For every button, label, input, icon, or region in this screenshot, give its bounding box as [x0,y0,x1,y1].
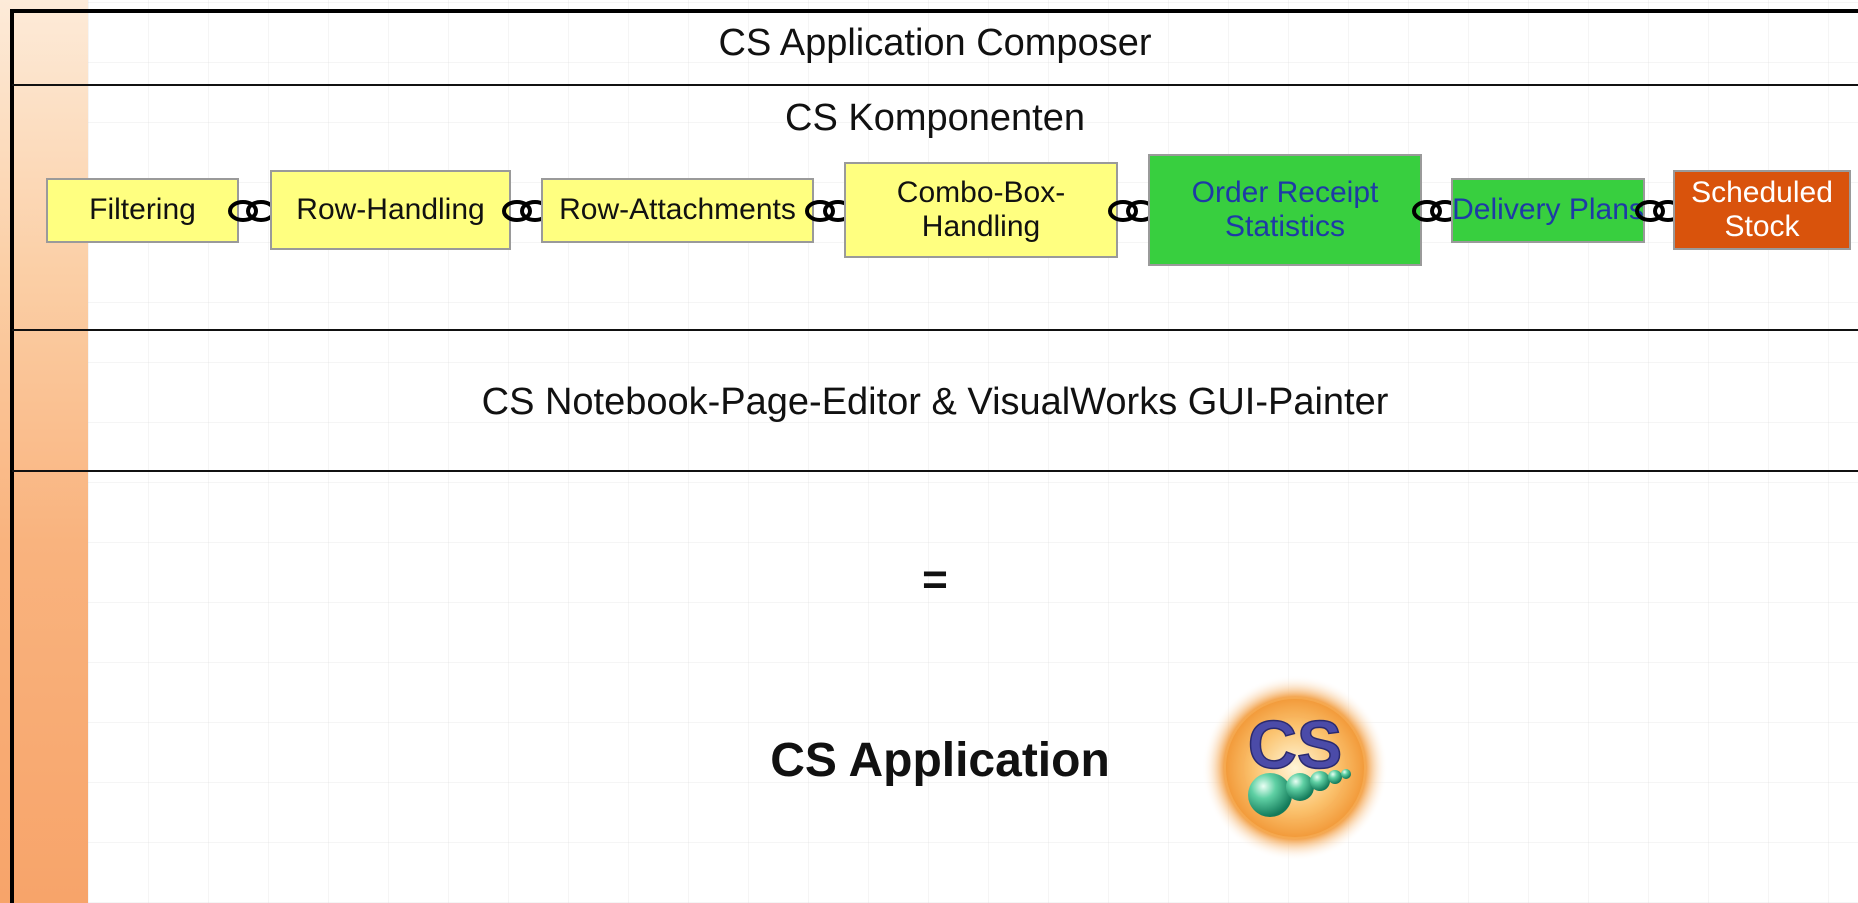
component-label: Row-Handling [296,192,485,226]
component-box-combo-box-handling: Combo-Box- Handling [844,162,1118,258]
result-label: CS Application [770,734,1110,787]
component-box-filtering: Filtering [46,178,239,243]
component-label: Combo-Box- Handling [896,175,1066,244]
component-label: Row-Attachments [559,193,796,227]
editor-heading: CS Notebook-Page-Editor & VisualWorks GU… [481,381,1389,423]
background-pattern [88,0,1858,903]
component-label: Filtering [89,193,196,227]
divider-editor [12,470,1858,472]
component-box-scheduled-stock: Scheduled Stock [1673,170,1851,250]
component-box-row-attachments: Row-Attachments [541,178,814,243]
divider-title [12,84,1858,86]
cs-logo-icon: CS [1200,673,1390,863]
component-label: Scheduled Stock [1691,175,1833,244]
page-title: CS Application Composer [718,22,1152,64]
component-box-row-handling: Row-Handling [270,170,511,250]
cs-logo-text: CS [1248,707,1342,783]
component-label: Delivery Plans [1452,193,1644,227]
sidebar-gradient-stripe [0,0,88,903]
component-label: Order Receipt Statistics [1191,175,1379,244]
component-box-order-receipt-statistics: Order Receipt Statistics [1148,154,1422,266]
divider-components [12,329,1858,331]
equals-sign: = [922,555,948,604]
slide-frame [10,9,1858,903]
component-box-delivery-plans: Delivery Plans [1451,178,1645,243]
components-heading: CS Komponenten [785,97,1085,139]
